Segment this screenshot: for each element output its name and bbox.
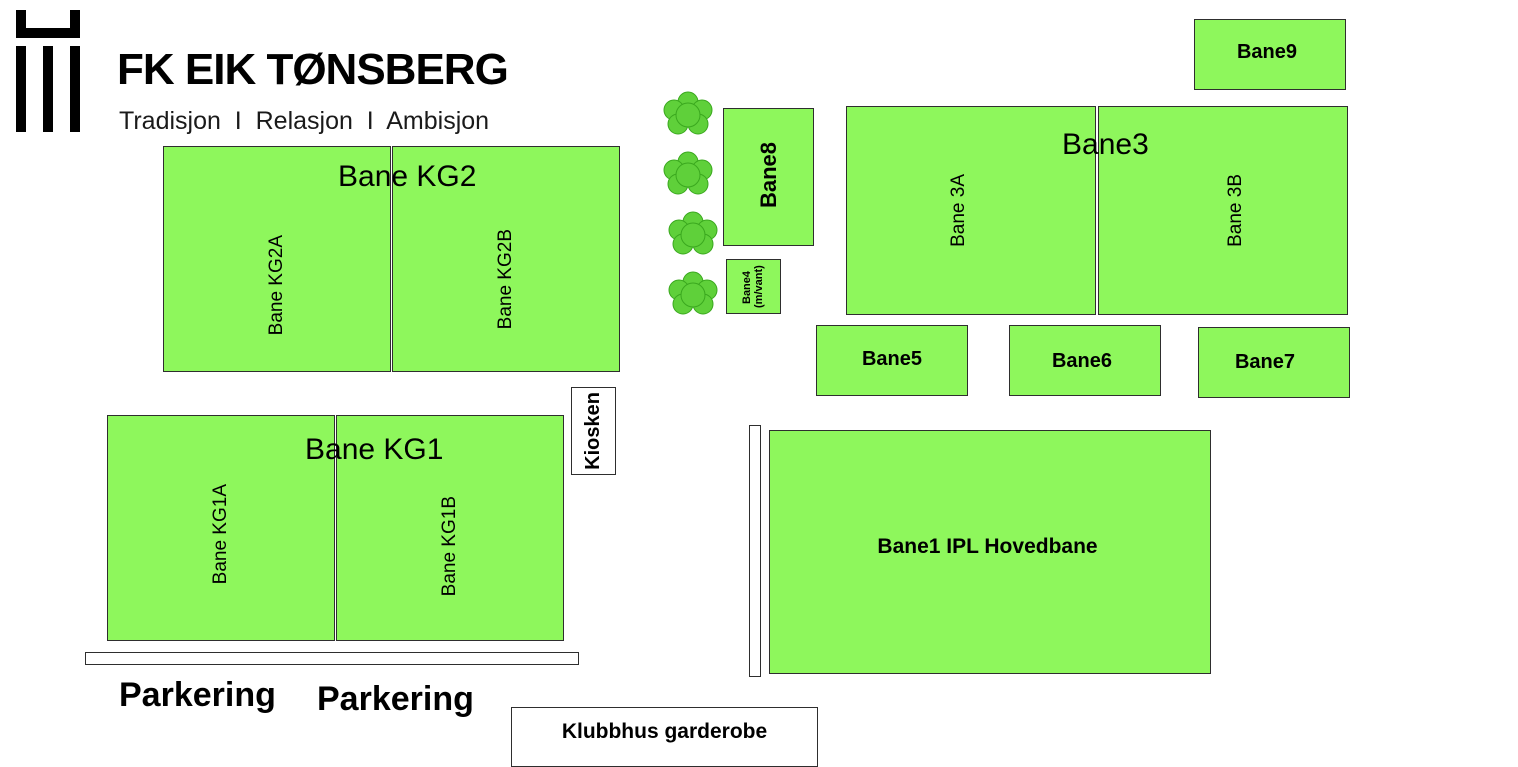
clubhouse-building[interactable]: Klubbhus garderobe	[511, 707, 818, 767]
tree-icon	[668, 211, 718, 255]
field-bane5[interactable]: Bane5	[816, 325, 968, 396]
field-bane4[interactable]: Bane4 (m/vant)	[726, 259, 781, 314]
field-bane3a-label: Bane 3A	[948, 174, 969, 247]
field-bane3b[interactable]	[1098, 106, 1348, 315]
field-kg2-title: Bane KG2	[338, 160, 477, 193]
field-kg2b-label: Bane KG2B	[495, 228, 516, 330]
field-bane8[interactable]: Bane8	[723, 108, 814, 246]
field-kg1-title: Bane KG1	[305, 433, 444, 466]
field-bane9[interactable]: Bane9	[1194, 19, 1346, 90]
field-bane8-label: Bane8	[755, 141, 781, 209]
parking-label-left: Parkering	[119, 676, 276, 714]
clubhouse-label: Klubbhus garderobe	[561, 720, 768, 743]
field-kg1b[interactable]	[336, 415, 564, 641]
parking-barrier	[85, 652, 579, 665]
tree-icon	[663, 151, 713, 195]
field-bane1-main[interactable]: Bane1 IPL Hovedbane	[769, 430, 1211, 674]
field-bane3a-label-wrap: Bane 3A	[846, 106, 1072, 315]
field-kg1a-label: Bane KG1A	[210, 483, 231, 585]
field-bane3b-label: Bane 3B	[1225, 174, 1246, 247]
kiosk-building[interactable]: Kiosken	[571, 387, 616, 475]
parking-label-right: Parkering	[317, 680, 474, 718]
castle-tower-icon	[16, 10, 80, 132]
club-logo-title: FK EIK TØNSBERG	[117, 45, 509, 94]
field-bane3-title: Bane3	[1062, 128, 1149, 161]
field-bane9-label: Bane9	[1236, 41, 1298, 63]
field-bane4-label: Bane4 (m/vant)	[740, 265, 765, 308]
field-bane7[interactable]: Bane7	[1198, 327, 1350, 398]
fence-bar	[749, 425, 761, 677]
field-kg2b[interactable]	[392, 146, 620, 372]
field-bane6[interactable]: Bane6	[1009, 325, 1161, 396]
field-kg1a-label-wrap: Bane KG1A	[107, 415, 335, 641]
field-kg2a-label: Bane KG2A	[266, 234, 287, 336]
field-kg1b-label: Bane KG1B	[439, 495, 460, 597]
field-kg1a[interactable]	[107, 415, 335, 641]
field-bane1-label: Bane1 IPL Hovedbane	[877, 535, 1098, 558]
tree-icon	[668, 271, 718, 315]
field-bane5-label: Bane5	[861, 347, 923, 370]
field-bane3a[interactable]	[846, 106, 1096, 315]
kiosk-label: Kiosken	[582, 392, 604, 470]
field-bane7-label: Bane7	[1234, 351, 1296, 373]
club-tagline: Tradisjon I Relasjon I Ambisjon	[119, 107, 490, 135]
field-bane6-label: Bane6	[1051, 350, 1113, 372]
tree-icon	[663, 91, 713, 135]
field-kg2a[interactable]	[163, 146, 391, 372]
